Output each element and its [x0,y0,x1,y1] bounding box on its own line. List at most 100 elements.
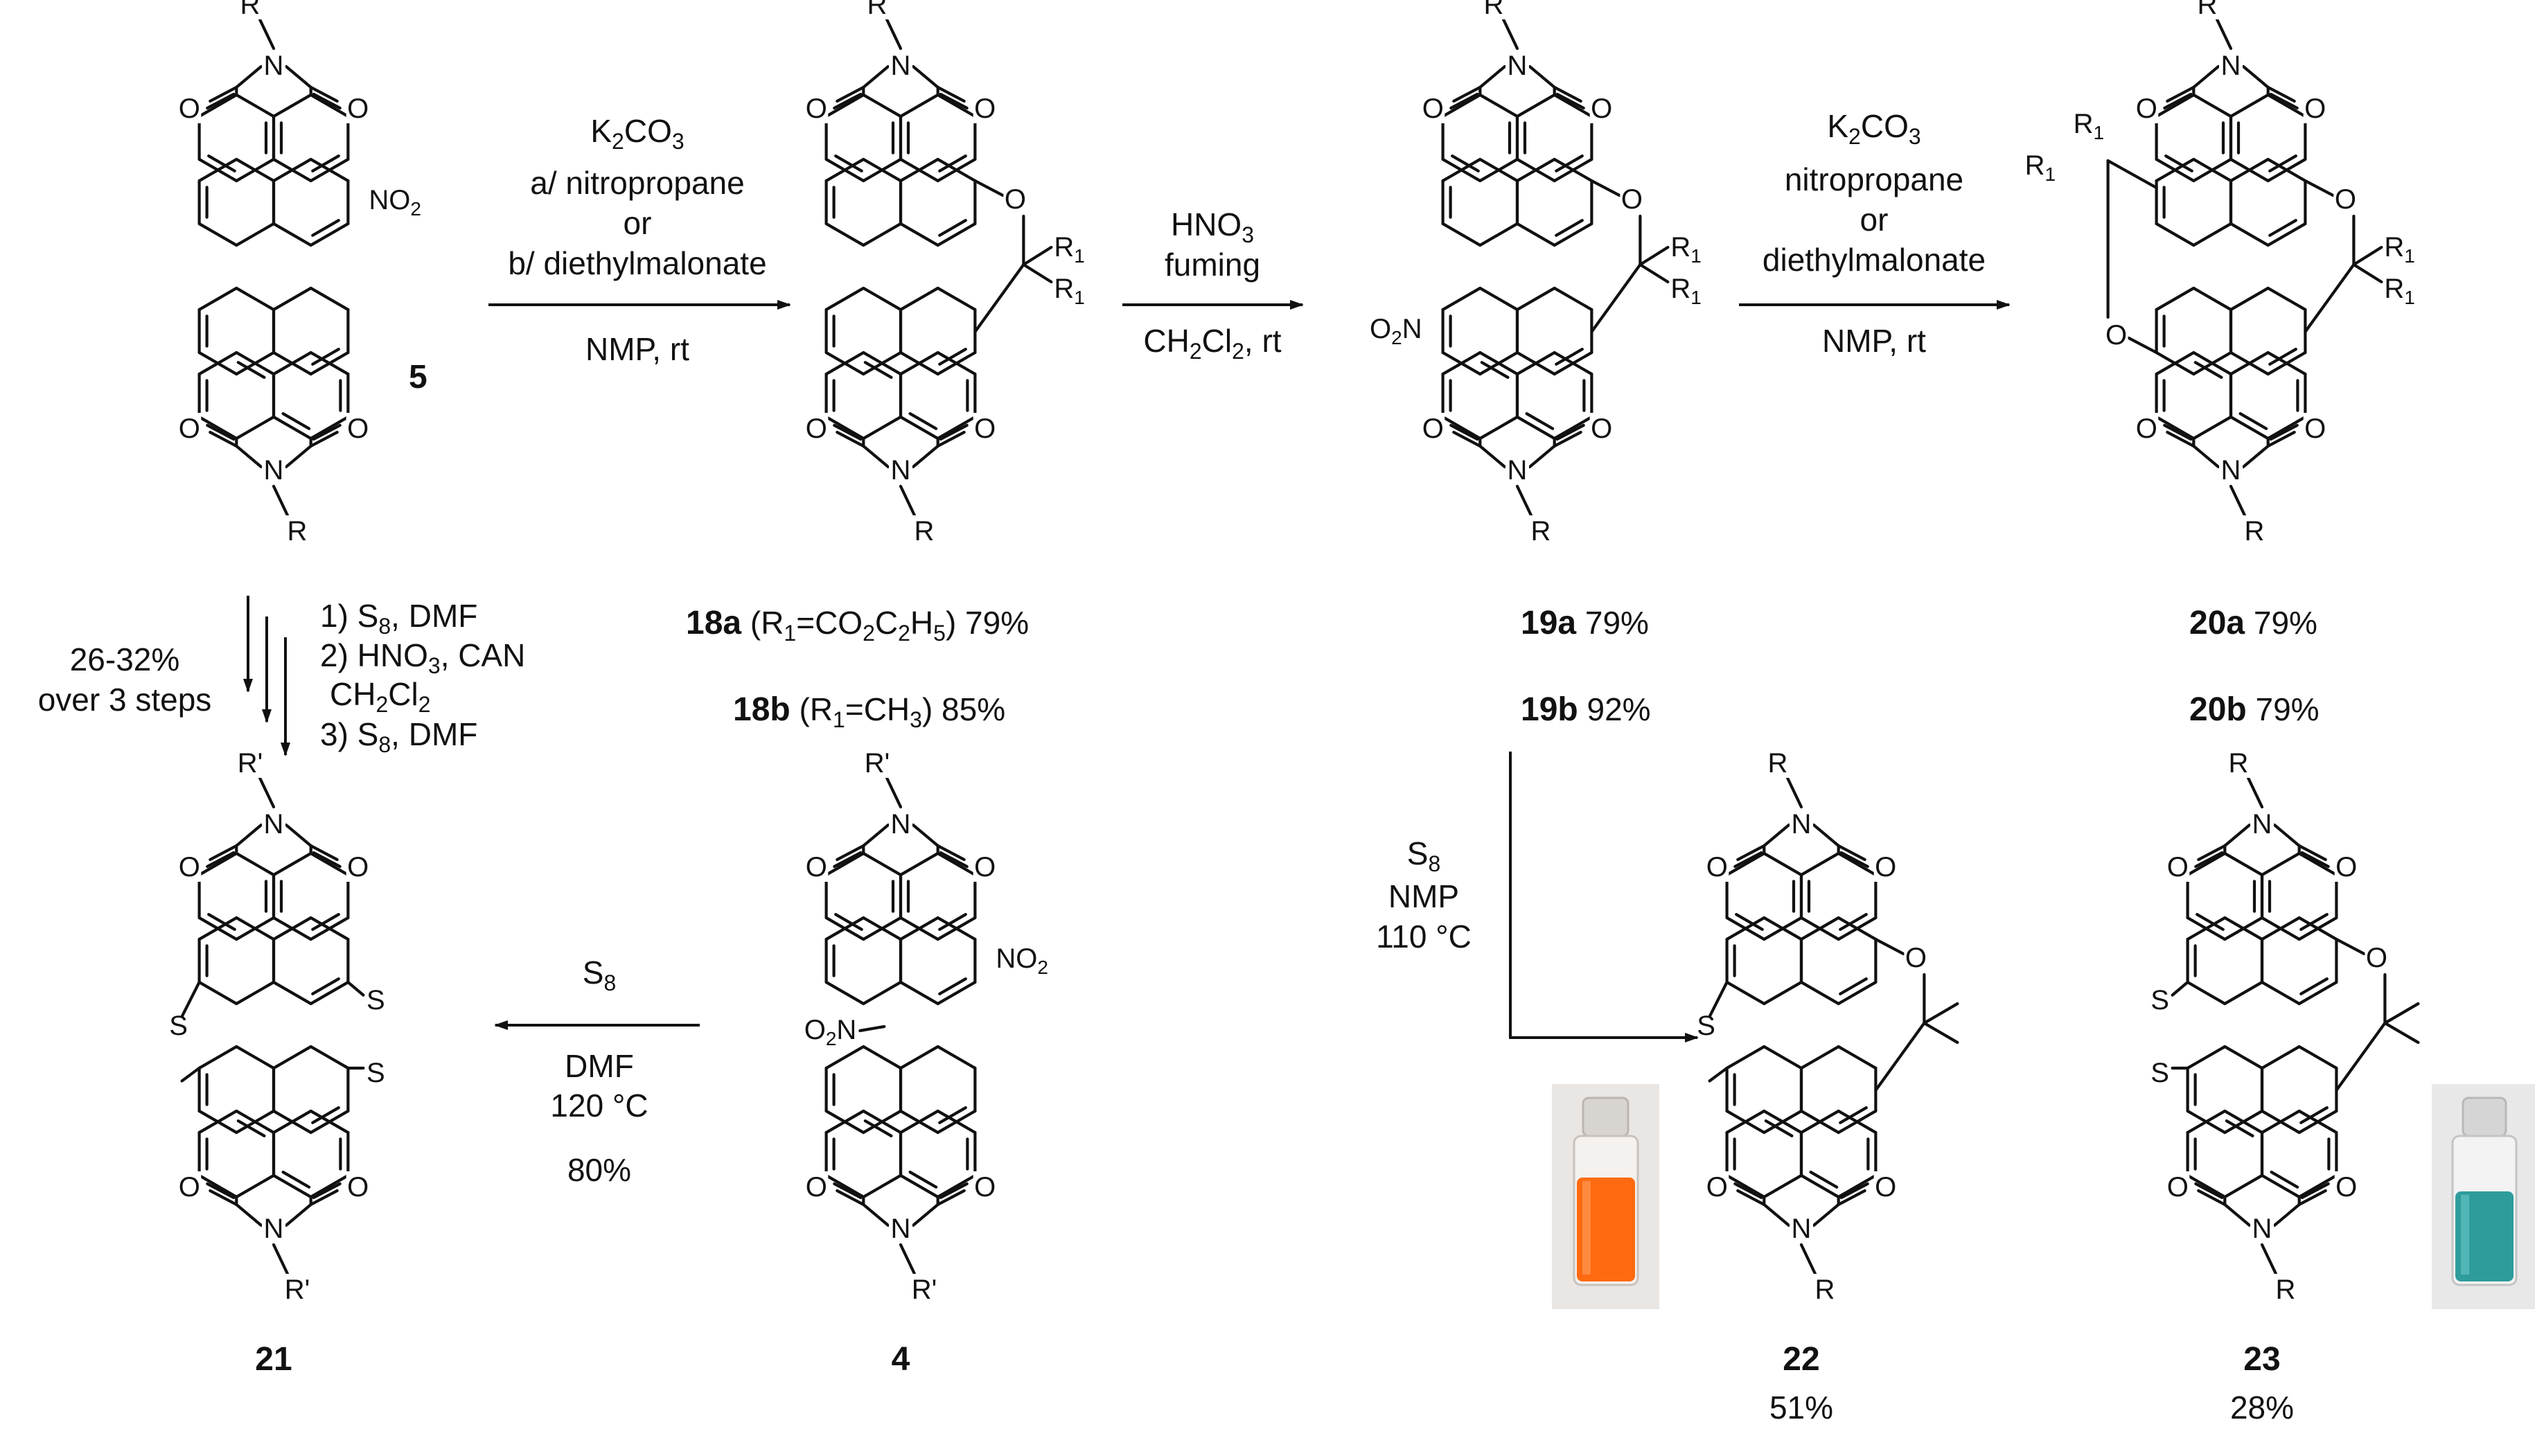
r-group-label: R [240,0,260,20]
r1-label: R1 [2384,232,2414,267]
carbonyl-oxygen-label: O [974,94,996,124]
nitro-group-label: NO2 [996,943,1048,978]
vial-photo-teal [2432,1084,2535,1309]
svg-text:26-32%: 26-32% [70,641,180,677]
r-group-label: R [2229,748,2249,779]
carbonyl-oxygen-label: O [347,1172,369,1202]
carbonyl-oxygen-label: O [179,414,200,444]
nitro-group-label: O2N [804,1015,857,1049]
carbonyl-oxygen-label: O [2136,94,2157,124]
nitrogen-label: N [264,1214,284,1244]
pyran-oxygen-label: O [2335,184,2356,215]
sulfur-label: S [2150,985,2169,1015]
r1-label: R1 [1054,232,1084,267]
sulfur-label: S [2150,1058,2169,1088]
pyran-oxygen-label: O [2366,943,2387,973]
conditions-step4: S8 DMF 120 °C 80% [550,955,648,1188]
r-group-label: R [1768,748,1788,779]
yield-22: 51% [1769,1390,1833,1426]
label-20b: 20b 79% [2189,691,2320,728]
carbonyl-oxygen-label: O [179,94,200,124]
svg-text:fuming: fuming [1165,247,1260,283]
svg-text:2) HNO3, CAN: 2) HNO3, CAN [320,637,525,678]
nitro-group-label: NO2 [369,185,421,220]
sulfur-label: S [169,1011,188,1041]
carbonyl-oxygen-label: O [2304,94,2326,124]
svg-text:1) S8, DMF: 1) S8, DMF [320,598,477,639]
svg-text:over 3 steps: over 3 steps [38,682,212,718]
r-group-label: R [1815,1275,1835,1305]
r-group-label: R' [238,748,263,779]
carbonyl-oxygen-label: O [347,852,369,882]
nitrogen-label: N [1508,51,1528,81]
nitrogen-label: N [2221,51,2241,81]
pyran-oxygen-label: O [2105,320,2127,350]
carbonyl-oxygen-label: O [347,414,369,444]
label-21: 21 [255,1341,292,1378]
svg-text:a/ nitropropane: a/ nitropropane [530,165,744,201]
r1-label: R1 [1670,232,1701,267]
r-group-label: R [2245,516,2265,547]
nitrogen-label: N [891,1214,911,1244]
svg-text:K2CO3: K2CO3 [590,113,684,154]
nitrogen-label: N [264,809,284,840]
r-group-label: R [2198,0,2218,20]
pyran-oxygen-label: O [1905,943,1927,973]
r1-label: R1 [2025,150,2056,185]
carbonyl-oxygen-label: O [2167,852,2189,882]
nitrogen-label: N [2221,455,2241,486]
svg-text:or: or [624,205,652,241]
conditions-step2: HNO3 fuming CH2Cl2, rt [1143,206,1281,364]
r-group-label: R [915,516,935,547]
carbonyl-oxygen-label: O [2304,414,2326,444]
carbonyl-oxygen-label: O [1591,94,1612,124]
r-group-label: R [1531,516,1551,547]
svg-text:110 °C: 110 °C [1376,918,1472,955]
carbonyl-oxygen-label: O [1706,852,1728,882]
label-4: 4 [892,1341,910,1378]
r1-label: R1 [1670,274,1701,308]
nitrogen-label: N [264,51,284,81]
svg-text:NMP, rt: NMP, rt [585,331,689,367]
svg-text:S8: S8 [583,955,616,995]
svg-text:or: or [1860,202,1889,238]
conditions-step1: K2CO3 a/ nitropropane or b/ diethylmalon… [508,113,766,367]
nitrogen-label: N [2252,1214,2272,1244]
carbonyl-oxygen-label: O [806,414,827,444]
carbonyl-oxygen-label: O [974,414,996,444]
carbonyl-oxygen-label: O [1591,414,1612,444]
label-18b: 18b (R1=CH3) 85% [733,691,1005,732]
carbonyl-oxygen-label: O [2136,414,2157,444]
carbonyl-oxygen-label: O [1706,1172,1728,1202]
carbonyl-oxygen-label: O [179,1172,200,1202]
carbonyl-oxygen-label: O [1875,1172,1896,1202]
r-group-label: R [1484,0,1504,20]
svg-text:3) S8, DMF: 3) S8, DMF [320,716,477,757]
carbonyl-oxygen-label: O [806,94,827,124]
r1-label: R1 [1054,274,1084,308]
r-group-label: R' [912,1275,937,1305]
r-group-label: R [867,0,887,20]
label-19b: 19b 92% [1521,691,1651,728]
svg-text:80%: 80% [567,1152,631,1188]
nitrogen-label: N [891,51,911,81]
label-18a: 18a (R1=CO2C2H5) 79% [686,605,1029,646]
carbonyl-oxygen-label: O [974,852,996,882]
svg-text:HNO3: HNO3 [1171,206,1254,247]
carbonyl-oxygen-label: O [1422,94,1444,124]
carbonyl-oxygen-label: O [806,852,827,882]
svg-text:diethylmalonate: diethylmalonate [1763,242,1986,278]
svg-text:S8: S8 [1407,835,1440,876]
svg-text:NMP, rt: NMP, rt [1822,323,1926,359]
carbonyl-oxygen-label: O [347,94,369,124]
arrow-step5 [1509,752,1699,1042]
carbonyl-oxygen-label: O [974,1172,996,1202]
svg-text:b/ diethylmalonate: b/ diethylmalonate [508,245,766,281]
svg-text:CH2Cl2: CH2Cl2 [330,676,431,717]
carbonyl-oxygen-label: O [1875,852,1896,882]
